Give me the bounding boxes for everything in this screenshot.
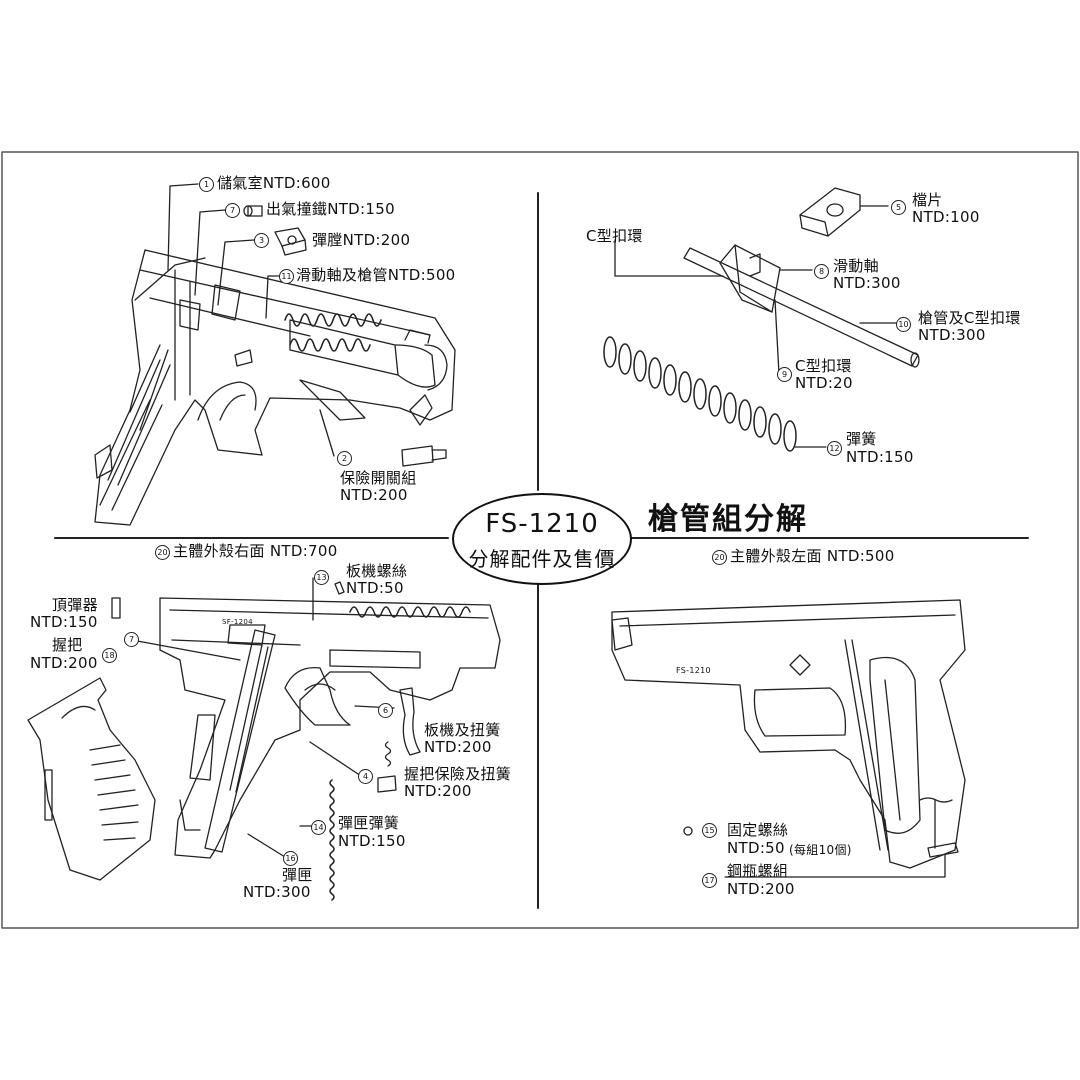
magazine-spring-illustration	[329, 779, 335, 901]
part-number-badge: 5	[891, 200, 906, 215]
part-label-gas-screw: 鋼瓶螺組	[727, 862, 789, 880]
part-number-badge: 20	[155, 545, 170, 560]
barrel-illustration	[683, 244, 920, 368]
model-title-oval: FS-1210 分解配件及售價	[452, 493, 632, 585]
part-label-chamber: 彈膛NTD:200	[312, 231, 411, 249]
part-label-magazine: 彈匣	[282, 866, 313, 884]
part-number-badge: 8	[814, 264, 829, 279]
part-number-badge: 9	[777, 367, 792, 382]
part-price-magazine: NTD:300	[243, 883, 311, 901]
part-label-trigger-screw: 板機螺絲	[346, 562, 408, 580]
pistol-upper-illustration	[94, 249, 456, 526]
part-label-c-ring: C型扣環	[795, 357, 852, 375]
part-price-stopper: NTD:100	[912, 208, 980, 226]
part-number-badge: 20	[712, 550, 727, 565]
part-price-spring: NTD:150	[846, 448, 914, 466]
recoil-spring-illustration	[603, 336, 797, 452]
grip-safety-illustration	[377, 741, 397, 793]
pistol-upper-spring	[284, 313, 382, 352]
part-label-trigger: 板機及扭簧	[424, 721, 501, 739]
frame-right-header: 主體外殼右面 NTD:700	[173, 542, 338, 560]
part-label-spring: 彈簧	[846, 430, 877, 448]
part-number-badge: 16	[283, 851, 298, 866]
part-label-slide-shaft: 滑動軸	[833, 257, 879, 275]
part-price-trigger-screw: NTD:50	[346, 579, 404, 597]
model-code: FS-1210	[485, 509, 599, 539]
frame-left-header: 主體外殼左面 NTD:500	[730, 547, 895, 565]
trigger-screw-icon	[334, 581, 345, 595]
part-price-trigger: NTD:200	[424, 738, 492, 756]
part-label-magazine-spring: 彈匣彈簧	[338, 814, 400, 832]
frame-right-spring	[349, 606, 471, 618]
part-price-slide-shaft: NTD:300	[833, 274, 901, 292]
part-number-badge: 18	[102, 648, 117, 663]
part-number-badge: 3	[254, 233, 269, 248]
grip-panel-illustration	[27, 677, 156, 881]
part-number-badge: 1	[199, 177, 214, 192]
part-label-striker: 出氣撞鐵NTD:150	[266, 200, 395, 218]
safety-switch-icon	[401, 445, 434, 467]
part-price-gas-screw: NTD:200	[727, 880, 795, 898]
frame-right-illustration	[159, 597, 501, 859]
part-label-stopper: 檔片	[912, 191, 943, 209]
part-price-grip-safety: NTD:200	[404, 782, 472, 800]
part-price-c-ring: NTD:20	[795, 374, 853, 392]
follower-part-icon	[111, 597, 121, 619]
part-note-fixing-screw: (每組10個)	[789, 843, 852, 857]
trigger-illustration	[399, 687, 421, 756]
magazine-illustration	[204, 629, 276, 853]
frame-right-mark: SF-1204	[222, 618, 253, 626]
part-number-badge: 14	[311, 820, 326, 835]
part-price-barrel-c-ring: NTD:300	[918, 326, 986, 344]
part-number-badge: 12	[827, 441, 842, 456]
part-price-safety-switch: NTD:200	[340, 486, 408, 504]
fixing-screw-icon	[683, 826, 693, 836]
part-label-follower: 頂彈器	[52, 596, 98, 614]
part-number-badge: 10	[896, 317, 911, 332]
part-price-magazine-spring: NTD:150	[338, 832, 406, 850]
section-title: 槍管組分解	[648, 502, 808, 537]
part-number-badge: 7	[225, 203, 240, 218]
part-label-slide-barrel: 滑動軸及槍管NTD:500	[296, 266, 456, 284]
part-label-grip-safety: 握把保險及扭簧	[404, 765, 512, 783]
part-number-badge: 4	[358, 769, 373, 784]
part-label-air-chamber: 儲氣室NTD:600	[217, 174, 331, 192]
gas-valve-screw-illustration	[919, 797, 959, 858]
part-label-grip: 握把	[52, 636, 83, 654]
part-number-badge: 13	[314, 570, 329, 585]
c-ring-callout: C型扣環	[586, 227, 643, 245]
part-price-fixing-screw: NTD:50	[727, 839, 785, 857]
part-number-badge: 2	[337, 451, 352, 466]
part-label-fixing-screw: 固定螺絲	[727, 821, 789, 839]
frame-left-mark: FS-1210	[676, 666, 711, 675]
stopper-plate-illustration	[799, 187, 861, 237]
part-number-badge: 17	[702, 873, 717, 888]
part-number-badge: 6	[378, 703, 393, 718]
part-label-barrel-c-ring: 槍管及C型扣環	[918, 309, 1021, 327]
part-label-safety-switch: 保險開關組	[340, 469, 417, 487]
striker-part-icon	[247, 205, 263, 217]
frame-left-illustration	[611, 599, 966, 869]
part-price-grip: NTD:200	[30, 654, 98, 672]
part-price-follower: NTD:150	[30, 613, 98, 631]
part-number-badge: 15	[702, 823, 717, 838]
part-number-badge: 11	[279, 269, 294, 284]
part-number-badge: 7	[124, 632, 139, 647]
center-subtitle: 分解配件及售價	[468, 547, 616, 571]
